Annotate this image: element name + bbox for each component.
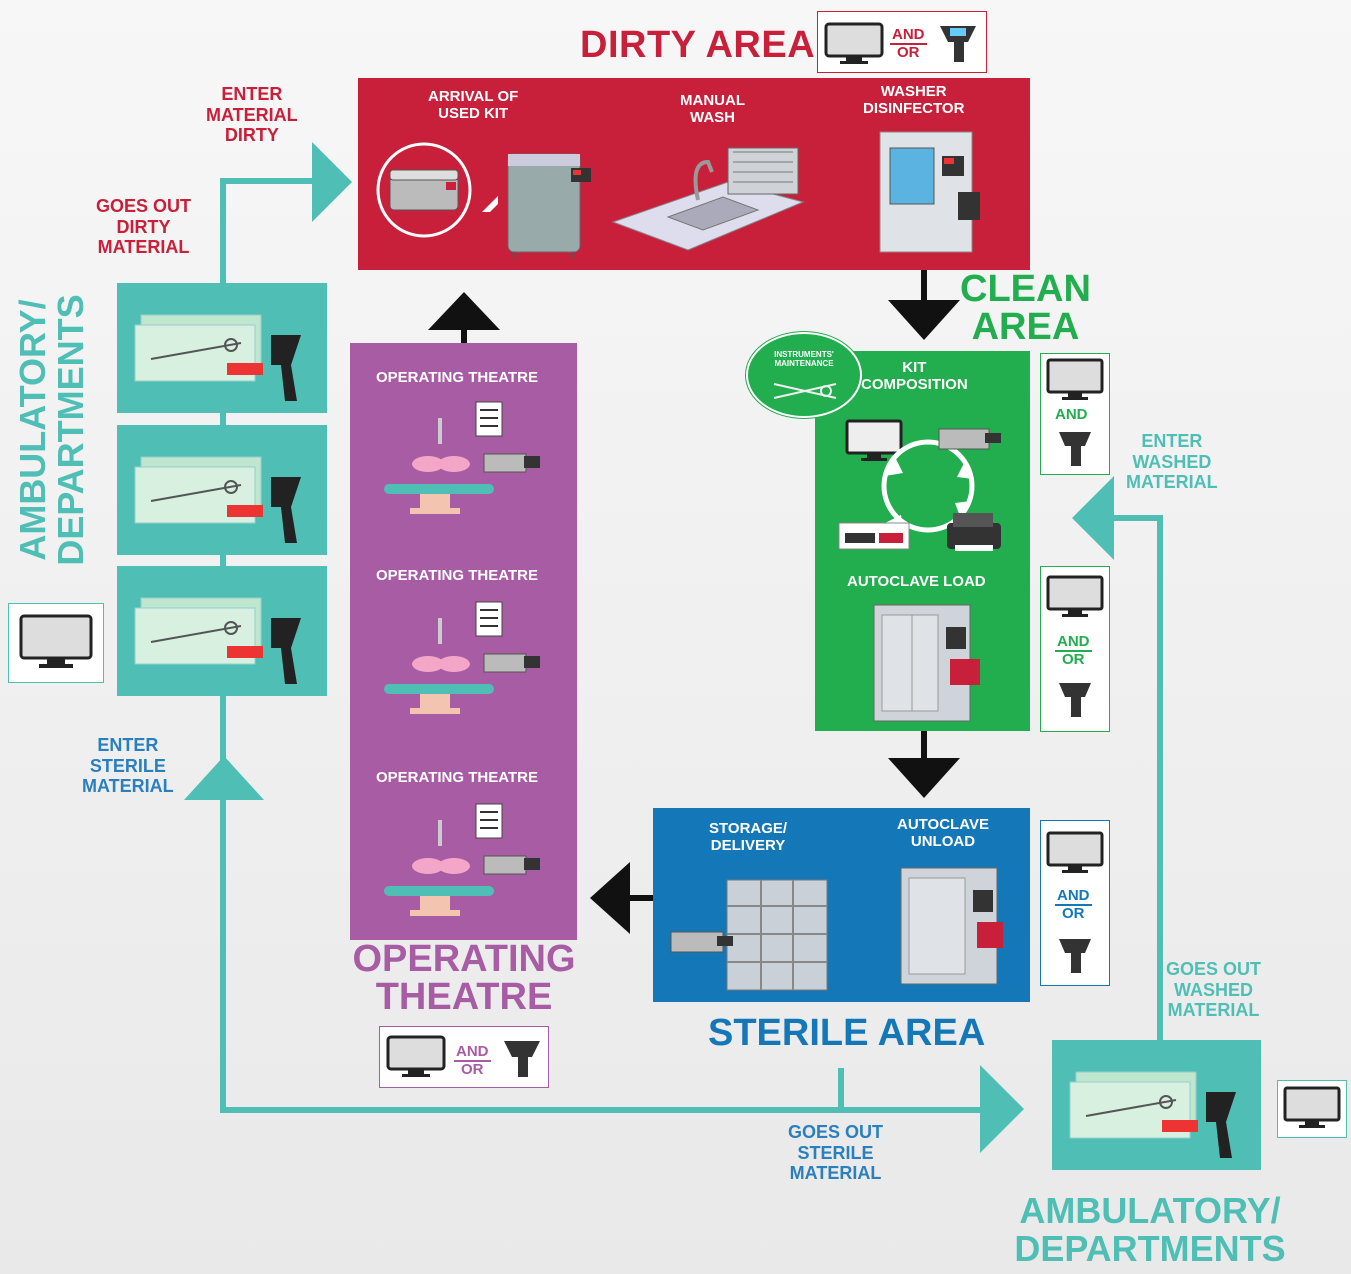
flow-line-dirty-clean [921,268,927,308]
enter-washed-label: ENTER WASHED MATERIAL [1126,431,1218,493]
arrow-down-icon [888,300,960,340]
arrow-up-icon [184,756,264,800]
autoclave-load-label: AUTOCLAVE LOAD [847,573,986,590]
maintenance-badge: INSTRUMENTS' MAINTENANCE [746,332,862,418]
arrow-down-icon [888,758,960,798]
goes-out-sterile-label: GOES OUT STERILE MATERIAL [788,1122,884,1184]
or-label: OR [461,1061,484,1078]
instrument-pack-card-1 [117,283,327,413]
flow-line-sterile-theatre [620,895,656,901]
arrow-right-icon [980,1065,1024,1153]
and-label: AND [1055,633,1092,652]
monitor-icon [1046,831,1104,873]
instrument-pack-icon [134,456,301,543]
autoclave-icon [900,867,1003,985]
arrow-left-icon [590,862,630,934]
label-sheet-icon [838,522,910,550]
clean-area-title: CLEAN AREA [960,268,1091,348]
or-label: OR [1062,905,1085,922]
monitor-icon [824,22,884,64]
goes-out-washed-label: GOES OUT WASHED MATERIAL [1166,959,1262,1021]
arrow-up-icon [428,292,500,330]
washer-label: WASHER DISINFECTOR [863,83,965,118]
flow-line-right-horizontal [1110,515,1163,521]
kit-composition-label: KIT COMPOSITION [861,359,968,394]
ambulatory-left-title: AMBULATORY/ DEPARTMENTS [12,280,114,580]
arrival-label: ARRIVAL OF USED KIT [428,88,519,123]
sterile-area-title: STERILE AREA [708,1012,986,1054]
flow-line-right-vertical [1157,515,1163,1043]
operating-theatre-title: OPERATING THEATRE [352,938,576,1018]
or-label: OR [1062,651,1085,668]
monitor-icon [19,614,93,668]
and-label: AND [454,1043,491,1062]
autoclave-unload-label: AUTOCLAVE UNLOAD [897,816,989,851]
and-label: AND [890,26,927,45]
surgical-lamp-icon [384,401,540,514]
instrument-pack-card-2 [117,425,327,555]
or-label: OR [897,44,920,61]
left-monitor-box [8,603,104,683]
storage-label: STORAGE/ DELIVERY [709,820,788,855]
enter-dirty-label: ENTER MATERIAL DIRTY [206,84,298,146]
flow-line-theatre-dirty [461,320,467,345]
instrument-pack-icon [134,314,301,401]
instrument-pack-card-right [1052,1040,1261,1170]
handheld-scanner-icon [1059,683,1091,717]
operating-theatre-panel: OPERATING THEATRE OPERATING THEATRE OPER… [350,343,577,940]
flow-line-bottom-horizontal [220,1107,990,1113]
sterile-area-panel: STORAGE/ DELIVERY AUTOCLAVE UNLOAD [653,808,1030,1002]
instrument-pack-icon [1069,1071,1236,1158]
cabinet-icon [507,153,591,258]
goes-out-dirty-label: GOES OUT DIRTY MATERIAL [96,196,192,258]
monitor-icon [1046,575,1104,617]
instrument-pack-icon [134,597,301,684]
dirty-area-panel: ARRIVAL OF USED KIT MANUAL WASH WASHER D… [358,78,1030,270]
and-label: AND [1055,406,1088,423]
sink-icon [611,147,805,251]
autoclave-icon [873,604,980,722]
clean-devices-box-1: AND [1040,353,1110,475]
clean-area-panel: KIT COMPOSITION AUTOCLAVE LOAD [815,351,1030,731]
arrow-left-icon [1072,476,1114,560]
container-icon [376,142,472,238]
monitor-icon [1283,1086,1341,1128]
printer-icon [947,513,1001,551]
surgical-lamp-icon [384,803,540,916]
instrument-pack-card-3 [117,566,327,696]
ambulatory-left-label: AMBULATORY/ DEPARTMENTS [12,294,91,566]
monitor-icon [845,419,903,461]
scissors-icon [773,383,837,399]
handheld-scanner-icon [940,26,976,62]
handheld-scanner-icon [1059,939,1091,973]
ambulatory-right-label: AMBULATORY/ DEPARTMENTS [1014,1190,1286,1269]
handheld-scanner-icon [504,1041,540,1077]
flow-line-sterile-tap [838,1068,844,1113]
container-icon [670,931,733,953]
flow-line-clean-sterile [921,730,927,765]
arrow-right-icon [312,142,352,222]
container-icon [938,428,1001,450]
surgical-lamp-icon [384,601,540,714]
and-label: AND [1055,887,1092,906]
washer-icon [879,131,980,253]
dirty-area-title: DIRTY AREA [580,24,816,66]
right-monitor-box [1277,1080,1347,1138]
cursor-icon [482,196,498,212]
monitor-icon [1046,358,1104,400]
maintenance-label: INSTRUMENTS' MAINTENANCE [774,350,834,369]
theatre-item-label-1: OPERATING THEATRE [376,369,538,386]
enter-sterile-label: ENTER STERILE MATERIAL [82,735,174,797]
flow-line-top-horizontal [220,178,330,184]
theatre-item-label-2: OPERATING THEATRE [376,567,538,584]
monitor-icon [386,1035,446,1077]
theatre-item-label-3: OPERATING THEATRE [376,769,538,786]
handheld-scanner-icon [1059,432,1091,466]
manual-wash-label: MANUAL WASH [680,92,745,127]
shelf-icon [726,879,828,991]
